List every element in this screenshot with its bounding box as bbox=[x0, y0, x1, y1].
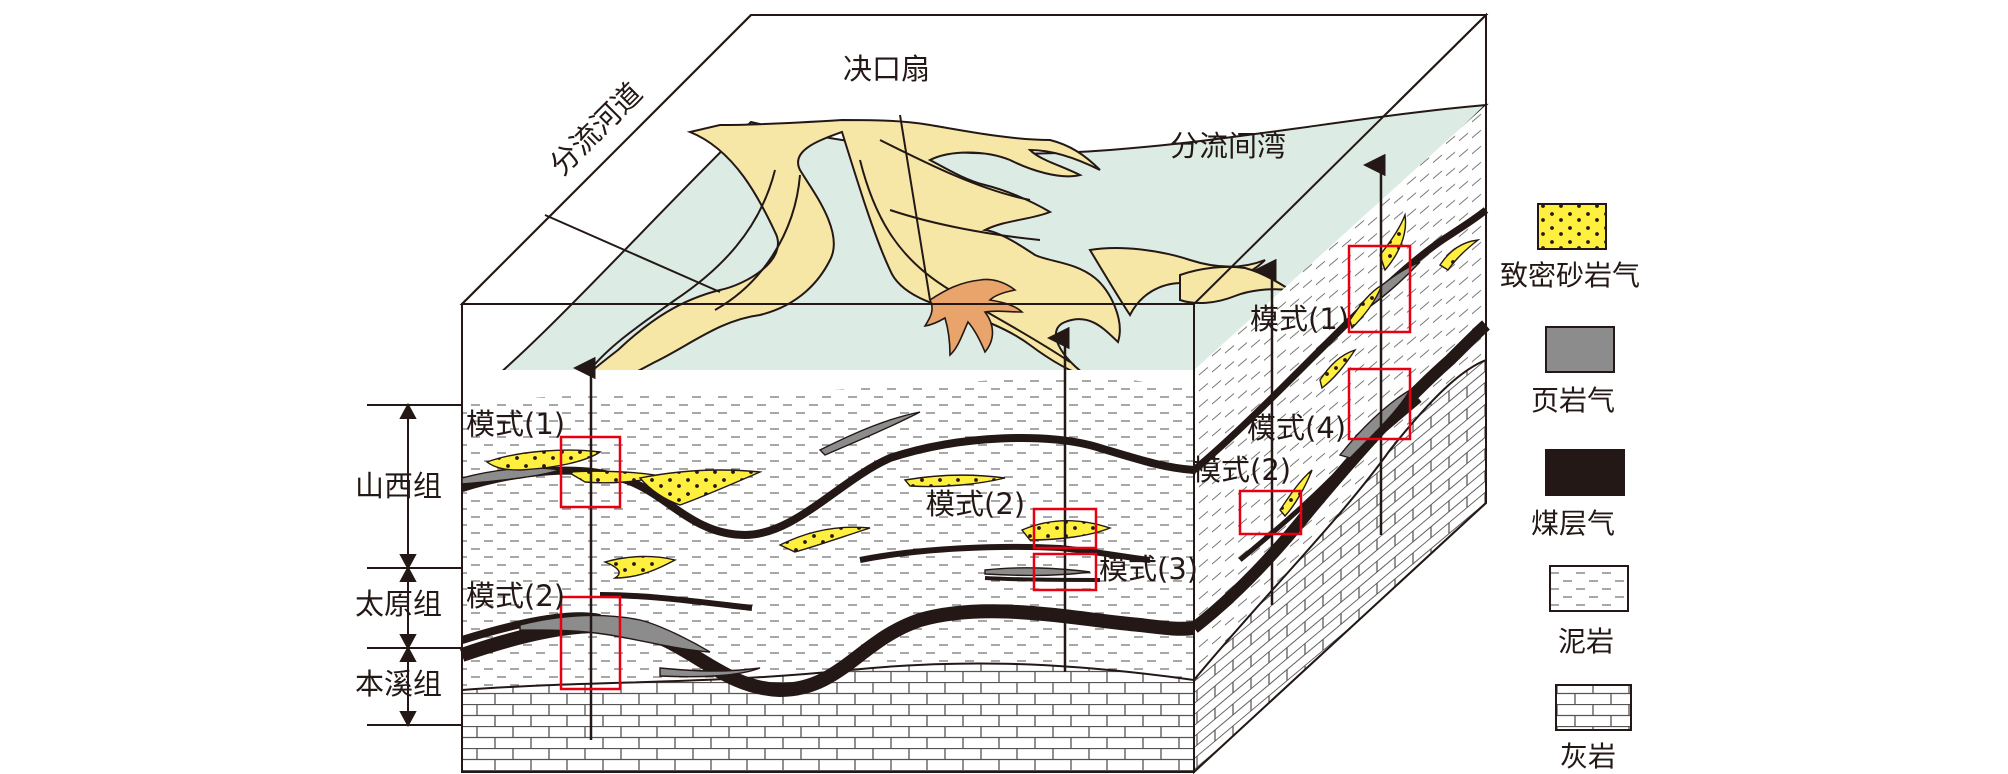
limestone-swatch bbox=[1555, 684, 1632, 731]
tight-sand-swatch bbox=[1537, 203, 1607, 250]
legend-label-tight-sand: 致密砂岩气 bbox=[1500, 259, 1641, 292]
legend-label-shale: 页岩气 bbox=[1531, 384, 1616, 417]
legend-label-limestone: 灰岩 bbox=[1560, 740, 1617, 773]
shale-swatch bbox=[1545, 326, 1615, 373]
crevasse-splay-fan bbox=[899, 114, 1024, 357]
wells bbox=[573, 153, 1386, 740]
formation-taiyuan-label: 太原组 bbox=[355, 587, 443, 621]
mode-label-front-1: 模式(1) bbox=[466, 407, 566, 441]
sand-lenses bbox=[485, 212, 1481, 579]
mode-label-side-4: 模式(4) bbox=[1247, 411, 1347, 445]
mode-box-mid-3 bbox=[1032, 552, 1098, 592]
formation-shanxi-label: 山西组 bbox=[355, 469, 443, 503]
mudstone-swatch bbox=[1549, 565, 1629, 612]
mode-label-side-1: 模式(1) bbox=[1250, 302, 1350, 336]
mode-label-front-2: 模式(2) bbox=[466, 579, 566, 613]
mode-box-side-2 bbox=[1238, 489, 1303, 536]
crevasse-splay-label: 决口扇 bbox=[843, 52, 931, 86]
side-face bbox=[1194, 105, 1486, 772]
legend-swatches bbox=[1537, 203, 1632, 731]
mode-box-side-1 bbox=[1347, 244, 1412, 334]
interdistributary-bay-label: 分流间湾 bbox=[1170, 129, 1287, 163]
mode-box-side-4 bbox=[1347, 367, 1412, 441]
formation-bracket bbox=[367, 402, 462, 728]
formation-benxi-label: 本溪组 bbox=[355, 667, 443, 701]
mode-label-mid-2: 模式(2) bbox=[926, 487, 1026, 521]
shale-lenses bbox=[461, 261, 1421, 678]
mode-box-front-1 bbox=[559, 435, 622, 509]
mode-box-mid-2 bbox=[1032, 507, 1098, 550]
highlight-boxes bbox=[559, 244, 1412, 691]
mode-label-mid-3: 模式(3) bbox=[1099, 552, 1199, 586]
side-face-outline bbox=[1193, 12, 1487, 774]
mode-label-side-2: 模式(2) bbox=[1192, 453, 1292, 487]
channel-leader-line bbox=[544, 214, 721, 293]
coal-swatch bbox=[1545, 449, 1625, 496]
legend-label-mudstone: 泥岩 bbox=[1558, 625, 1615, 658]
legend-label-coal: 煤层气 bbox=[1531, 507, 1616, 540]
mode-box-front-2 bbox=[559, 595, 622, 691]
